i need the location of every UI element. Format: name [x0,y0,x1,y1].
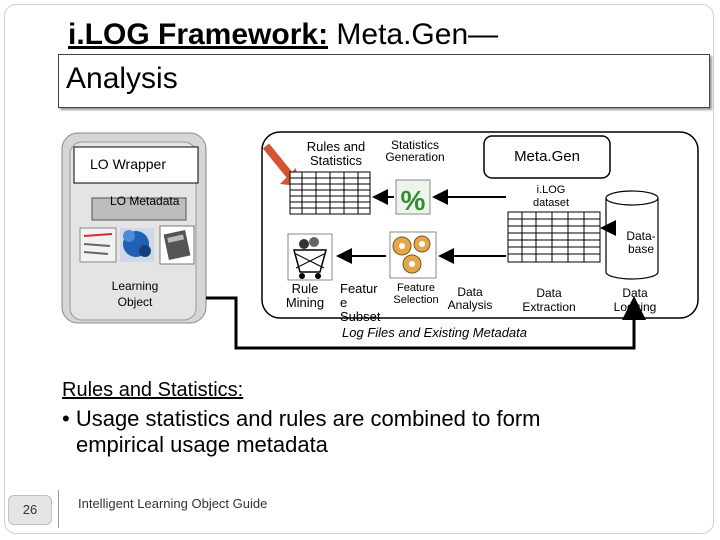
lo-wrapper-label: LO Wrapper [90,156,166,172]
lo-metadata-box [91,197,187,221]
log-files-label: Log Files and Existing Metadata [342,325,527,340]
ilog-dataset-table-icon [507,211,601,263]
log-files-arrow [206,296,646,350]
data-logging-label: Data Logging [613,286,657,314]
metagen-box [483,135,611,179]
database-label: Data-base [626,229,656,256]
title-box [58,54,710,108]
ilog-dataset-label: i.LOG dataset [532,184,570,209]
lo-metadata-label: LO Metadata [110,194,180,208]
feature-selection-label: Feature Selection [393,282,439,306]
percent-icon-box [395,179,431,215]
bullet-item: • Usage statistics and rules are combine… [62,406,540,458]
rules-table-icon [289,171,371,215]
bullet-line2: empirical usage metadata [76,432,328,457]
metagen-label: Meta.Gen [514,148,580,165]
percent-icon: % [401,185,426,216]
lo-wrapper-box [73,146,199,184]
gears-icon [389,231,437,279]
learning-object-label: Learning Object [111,279,159,309]
section-heading-text: Rules and Statistics: [62,379,244,401]
title-bold: i.LOG Framework: [68,18,329,51]
feature-subset-label: Featur e Subset [340,281,381,324]
data-analysis-label: Data Analysis [447,285,493,312]
puzzle-icon [120,228,154,262]
title-rest: Meta.Gen— [328,18,499,51]
bullet-line1: • Usage statistics and rules are combine… [62,406,541,431]
slide-title: i.LOG Framework: Meta.Gen— [68,18,498,52]
slide-frame [4,4,714,534]
data-extraction-label: Data Extraction [522,286,576,314]
rules-statistics-label: Rules and Statistics [306,139,366,168]
footer-divider [58,490,59,528]
slide-number: 26 [8,495,52,525]
calculator-icon [159,225,195,265]
statistics-generation-label: Statistics Generation [385,138,445,164]
rule-mining-label: Rule Mining [285,281,325,310]
section-heading: Rules and Statistics: [62,378,243,402]
title-line2: Analysis [66,62,178,95]
footer-text: Intelligent Learning Object Guide [78,496,268,511]
red-arrow-shaft [262,143,296,181]
database-cylinder-icon [605,190,659,280]
rule-mining-icon [287,233,333,281]
